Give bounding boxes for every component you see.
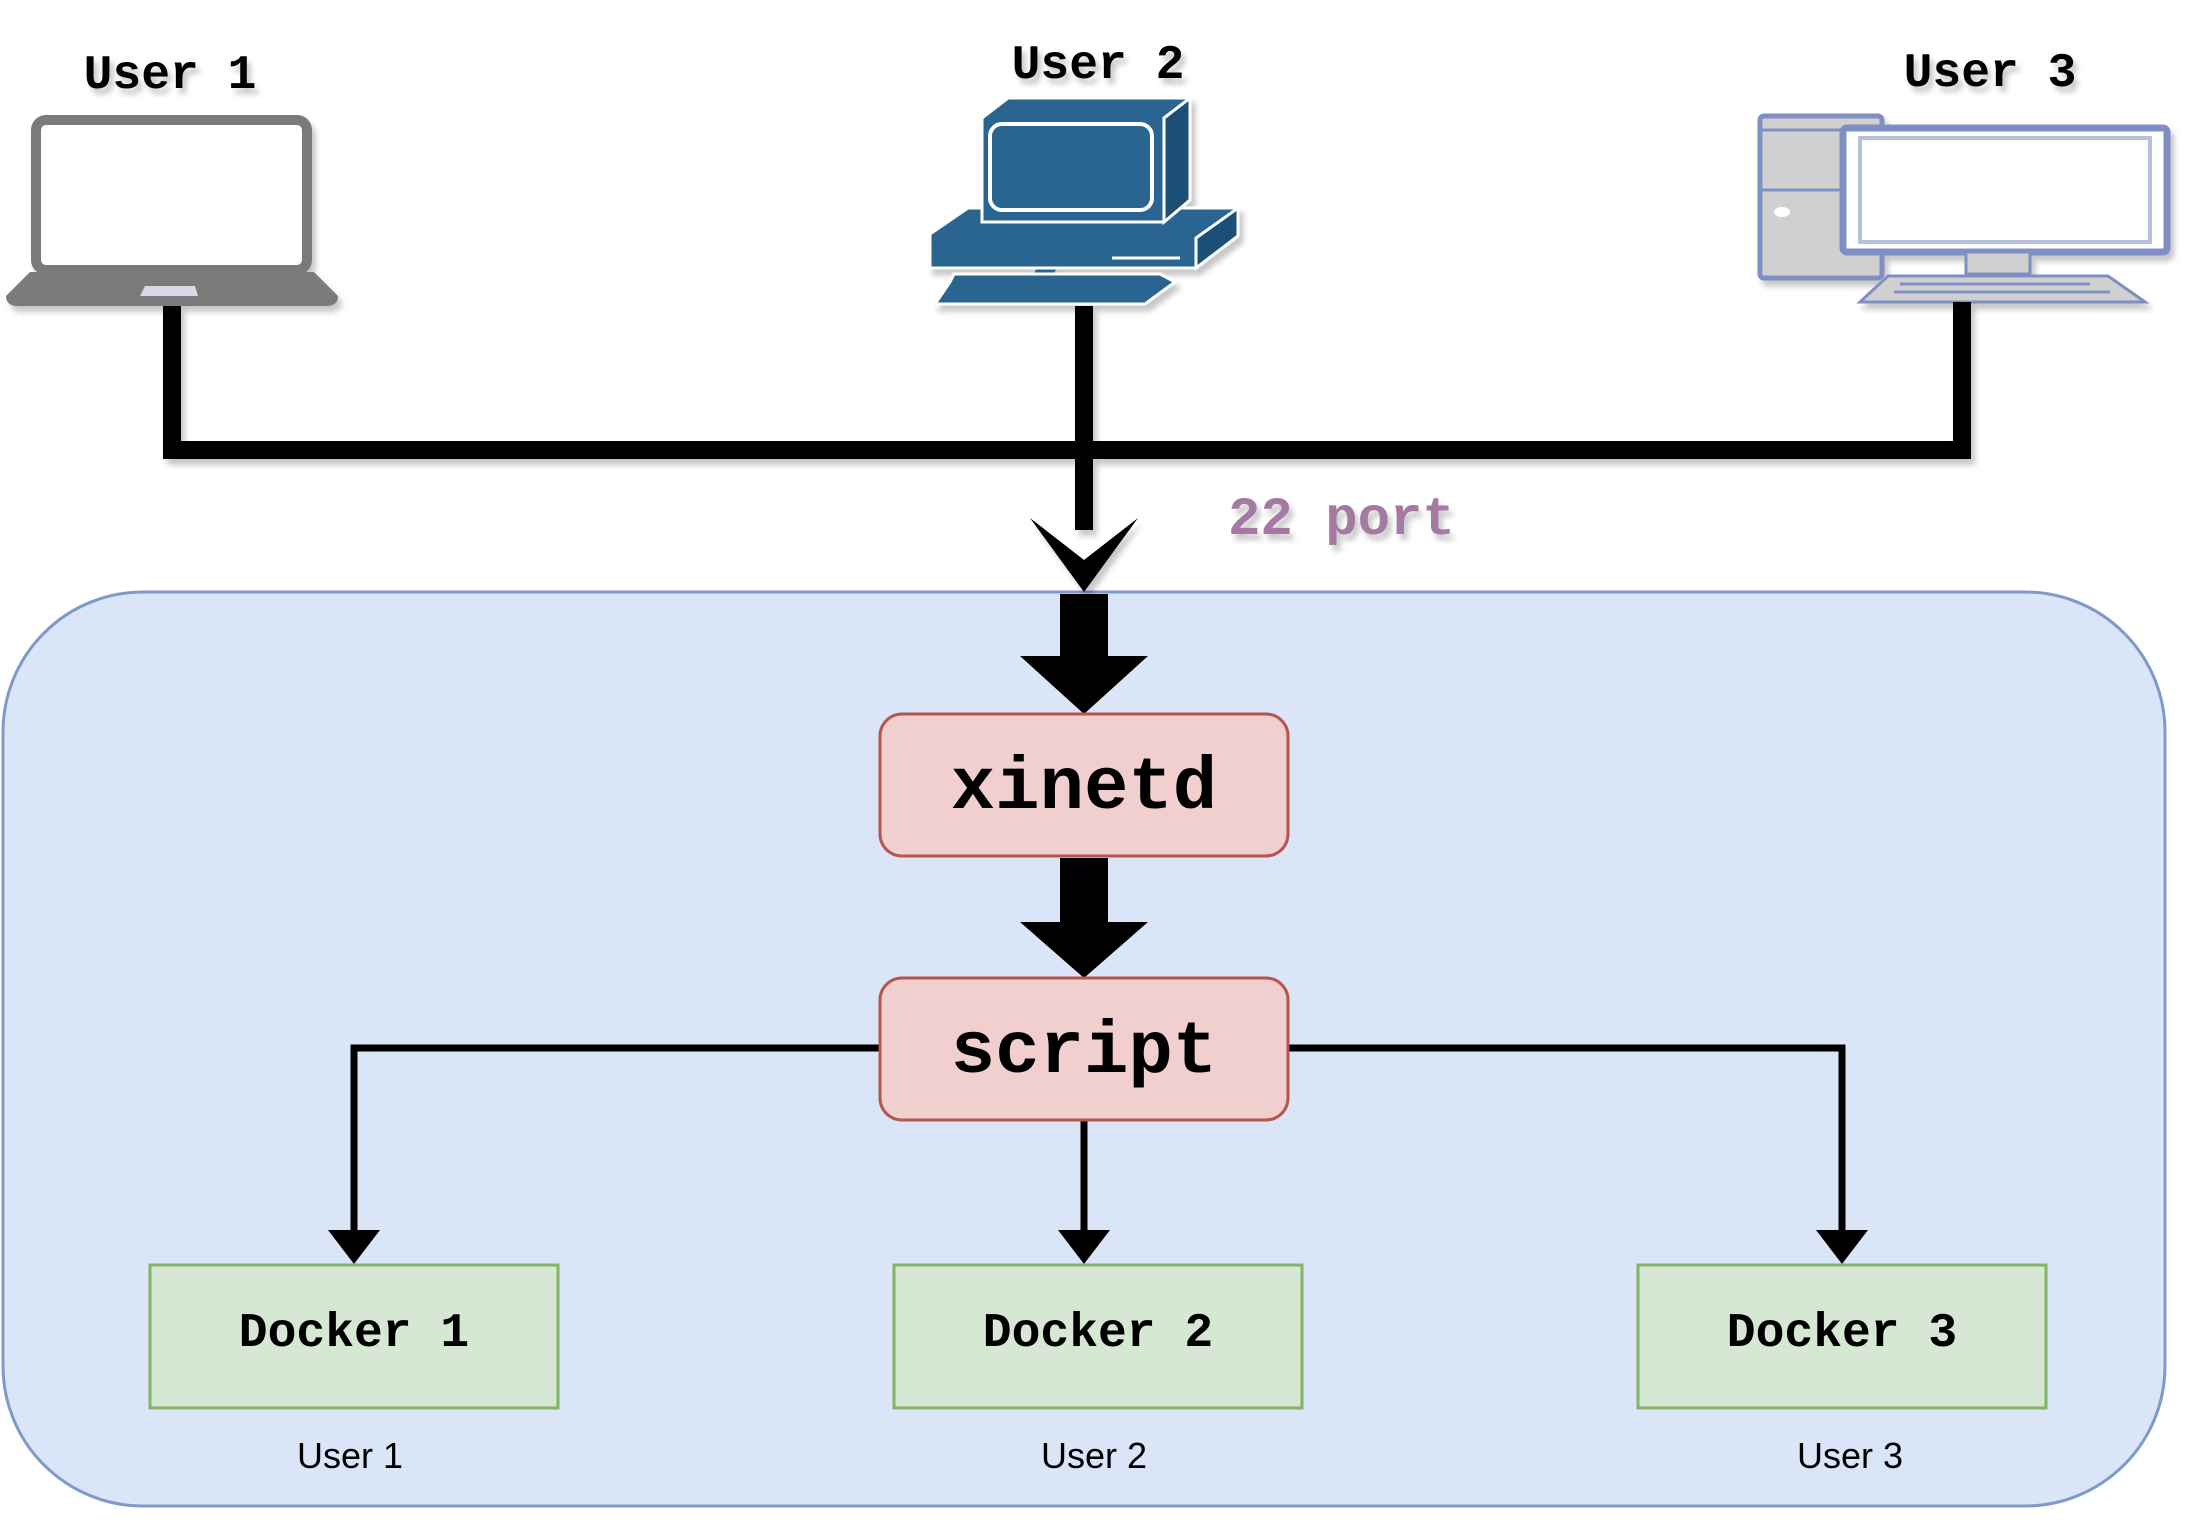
desktop-workstation-icon [928,94,1240,306]
script-branch-lines [350,1044,1846,1240]
script-box [878,976,1290,1122]
docker-user-caption-2: User 2 [1041,1435,1147,1476]
arrow-xinetd-to-script [1020,858,1148,978]
xinetd-box [878,712,1290,858]
script-label: script [951,1011,1217,1095]
laptop-icon [6,115,338,306]
docker-label-1: Docker 1 [239,1307,469,1361]
user1-connection-line [163,302,1971,459]
docker-label-2: Docker 2 [983,1307,1213,1361]
branch-arrowheads [328,1230,1868,1264]
docker-box-1 [148,1263,560,1410]
main-arrowhead [1030,518,1138,592]
desktop-computer-icon [1757,113,2171,304]
docker-box-2 [892,1263,1304,1410]
user-label-1: User 1 [84,49,257,103]
branch-to-docker-1 [350,1044,880,1240]
user-label-2: User 2 [1012,39,1185,93]
branch-to-docker-3 [1288,1044,1846,1240]
arrow-to-xinetd [1020,594,1148,714]
docker-box-3 [1636,1263,2048,1410]
docker-user-caption-1: User 1 [297,1435,403,1476]
docker-label-3: Docker 3 [1727,1307,1957,1361]
docker-user-caption-3: User 3 [1797,1435,1903,1476]
port-label: 22 port [1228,490,1455,551]
user-connection-lines [163,302,1971,530]
xinetd-label: xinetd [951,747,1217,831]
user-label-3: User 3 [1904,47,2077,101]
